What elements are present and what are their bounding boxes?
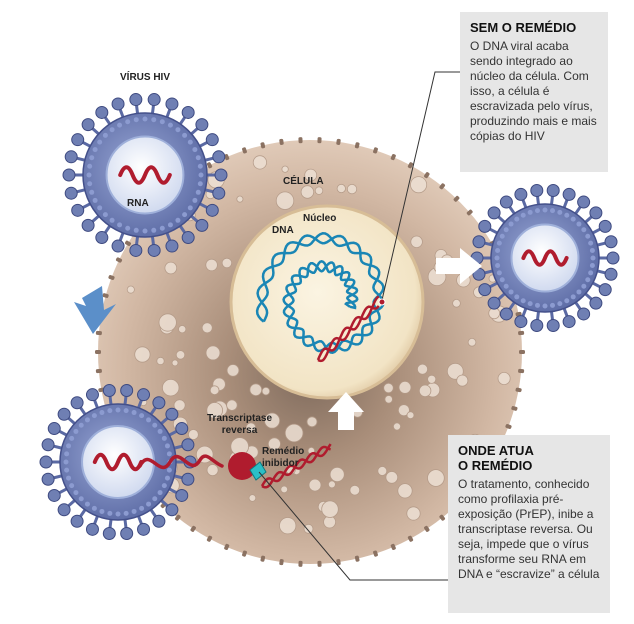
- dna-strand-forming: [260, 443, 332, 489]
- white-arrow-up: [328, 392, 364, 430]
- inhibitor-line1: Remédio: [262, 446, 305, 457]
- blue-arrow: [74, 286, 116, 334]
- rna-strand-exiting: [138, 454, 224, 470]
- info-box-without-drug-title: SEM O REMÉDIO: [470, 20, 577, 35]
- virus-hiv-top: [62, 93, 228, 257]
- reverse-transcriptase: [228, 452, 256, 480]
- info-box-where-title-line2: O REMÉDIO: [458, 458, 533, 473]
- transcriptase-label: Transcriptase reversa: [207, 413, 272, 437]
- rna-label: RNA: [127, 198, 149, 209]
- info-box-without-drug-text: O DNA viral acaba sendo integrado ao núc…: [470, 39, 597, 143]
- virus-label: VÍRUS HIV: [120, 72, 171, 83]
- leader-line-bottom: [258, 471, 448, 581]
- pointer-dot-top: [378, 298, 386, 306]
- nucleus: [229, 204, 425, 400]
- transcriptase-line2: reversa: [221, 425, 258, 436]
- info-box-where-drug-acts: ONDE ATUA O REMÉDIO O tratamento, conhec…: [448, 435, 610, 613]
- virus-hiv-right: [470, 183, 620, 333]
- transcriptase-line1: Transcriptase: [207, 413, 273, 424]
- dna-helix: [255, 232, 385, 363]
- virus-hiv-bottom: [39, 384, 197, 540]
- info-box-where-drug-acts-text: O tratamento, conhecido como profilaxia …: [458, 477, 600, 581]
- white-arrow-right: [436, 248, 482, 284]
- inhibitor-line2: inibidor: [262, 458, 299, 469]
- cell-label: CÉLULA: [283, 176, 324, 187]
- nucleus-label: Núcleo: [303, 213, 337, 224]
- dna-label: DNA: [272, 225, 294, 236]
- info-box-where-title-line1: ONDE ATUA: [458, 443, 534, 458]
- leader-line-top: [381, 71, 460, 301]
- inhibitor-label: Remédio inibidor: [262, 446, 304, 470]
- inhibitor-drug: [249, 461, 267, 481]
- info-box-without-drug: SEM O REMÉDIO O DNA viral acaba sendo in…: [460, 12, 608, 172]
